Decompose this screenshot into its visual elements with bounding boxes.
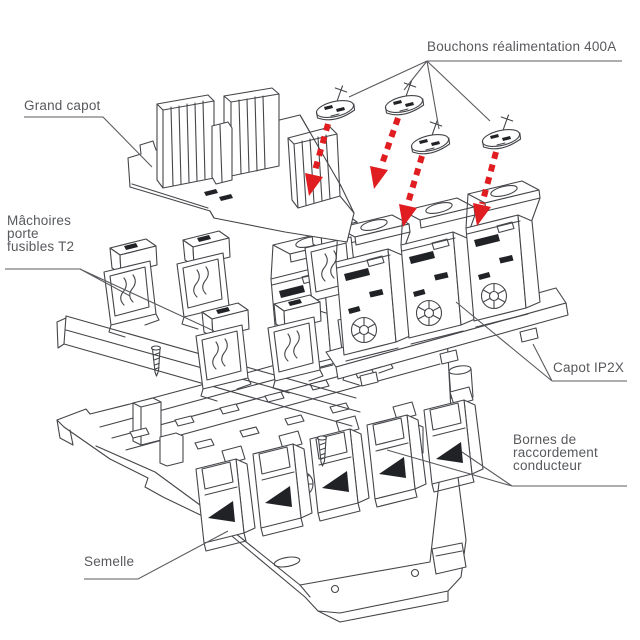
insertion-arrow-4	[479, 151, 499, 205]
grand-capot-drawing	[127, 87, 355, 243]
borne-5-stud	[448, 365, 474, 402]
fuse-module-3	[465, 180, 541, 328]
leader-bouchons	[348, 60, 622, 130]
arrowhead-1	[305, 173, 323, 196]
label-bornes: Bornes de raccordement conducteur	[513, 432, 598, 473]
fuse-module-2	[400, 197, 476, 345]
insertion-arrow-1	[311, 123, 331, 175]
arrowhead-3	[399, 204, 417, 227]
leader-semelle	[84, 530, 229, 580]
leader-capot-ip2x	[455, 301, 627, 382]
leader-bornes	[386, 449, 627, 487]
leader-grand-capot	[24, 116, 153, 168]
label-machoires: Mâchoires porte fusibles T2	[7, 213, 75, 254]
bouchon-2	[383, 80, 425, 117]
insertion-arrowheads	[305, 166, 491, 227]
insertion-arrows	[311, 117, 499, 205]
insertion-arrow-3	[405, 155, 425, 204]
label-capot-ip2x: Capot IP2X	[553, 360, 625, 375]
label-semelle: Semelle	[84, 554, 135, 569]
insertion-arrow-2	[379, 117, 401, 165]
arrowhead-2	[370, 166, 388, 189]
arrowhead-4	[473, 203, 491, 226]
leader-machoires	[5, 268, 215, 332]
bouchon-3	[409, 119, 451, 156]
fuse-jaw-1	[103, 238, 160, 338]
bouchon-4	[480, 114, 522, 151]
bouchon-1	[314, 85, 356, 122]
label-grand-capot: Grand capot	[24, 98, 101, 113]
label-bouchons: Bouchons réalimentation 400A	[427, 39, 617, 54]
